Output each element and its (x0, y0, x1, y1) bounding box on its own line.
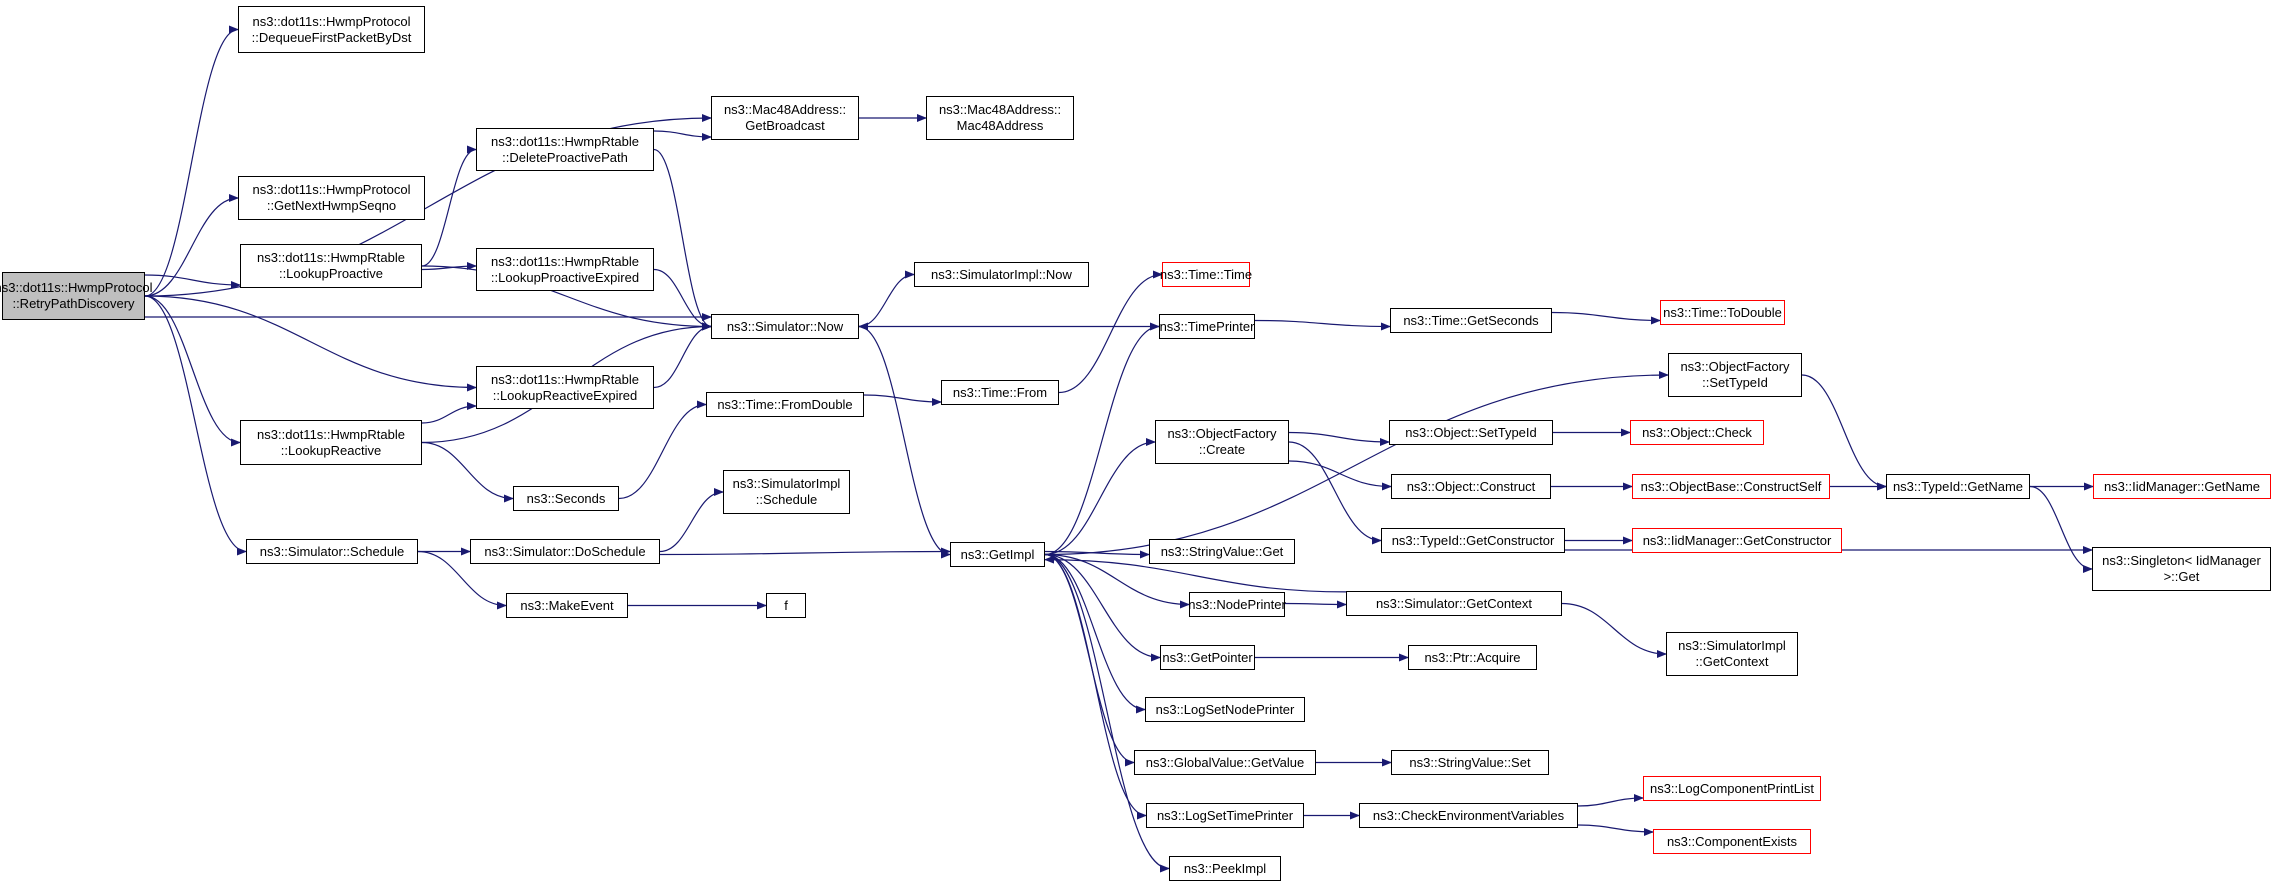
node-lre[interactable]: ns3::dot11s::HwmpRtable ::LookupReactive… (476, 366, 654, 409)
call-edge-lr-to-lre (421, 402, 477, 424)
node-sds[interactable]: ns3::Simulator::DoSchedule (470, 539, 660, 564)
call-edge-root-to-lre (144, 295, 477, 392)
node-lstp[interactable]: ns3::LogSetTimePrinter (1146, 803, 1304, 828)
call-edge-sgc-to-sigc (1561, 602, 1667, 658)
node-pa[interactable]: ns3::Ptr::Acquire (1408, 645, 1537, 670)
call-edge-sgc-to-gi (1044, 555, 1347, 593)
call-edge-dpp-to-now (653, 148, 712, 331)
call-edge-gi-to-lsnp (1044, 553, 1146, 714)
node-gi[interactable]: ns3::GetImpl (950, 542, 1045, 567)
call-edge-np-to-sgc (1284, 600, 1347, 609)
node-svs[interactable]: ns3::StringValue::Set (1391, 750, 1549, 775)
call-edge-gi-to-tp (1044, 322, 1160, 556)
node-f[interactable]: f (766, 593, 806, 618)
call-edge-gi-to-svg (1044, 550, 1150, 559)
node-me[interactable]: ns3::MakeEvent (506, 593, 628, 618)
call-edge-root-to-gnhs (144, 194, 239, 297)
node-lpe[interactable]: ns3::dot11s::HwmpRtable ::LookupProactiv… (476, 248, 654, 291)
node-ttd[interactable]: ns3::Time::ToDouble (1660, 300, 1785, 325)
node-m48[interactable]: ns3::Mac48Address:: Mac48Address (926, 96, 1074, 140)
call-edge-gi-to-np (1044, 553, 1190, 609)
call-edge-gi-to-lstp (1044, 553, 1147, 820)
node-tp[interactable]: ns3::TimePrinter (1159, 314, 1255, 339)
call-edge-lp-to-lpe (421, 262, 477, 271)
node-svg[interactable]: ns3::StringValue::Get (1149, 539, 1295, 564)
call-edge-ofc-to-tgc (1288, 441, 1382, 545)
call-edge-gi-to-ofc (1044, 438, 1156, 556)
node-lsnp[interactable]: ns3::LogSetNodePrinter (1145, 697, 1305, 722)
node-sec[interactable]: ns3::Seconds (513, 486, 619, 511)
call-edge-lr-to-sec (421, 441, 514, 503)
call-edge-root-to-lr (144, 295, 241, 447)
node-pi[interactable]: ns3::PeekImpl (1169, 856, 1281, 881)
node-tfd[interactable]: ns3::Time::FromDouble (706, 392, 864, 417)
node-lcpl[interactable]: ns3::LogComponentPrintList (1643, 776, 1821, 801)
call-edge-gi-to-gp (1044, 553, 1161, 662)
node-np[interactable]: ns3::NodePrinter (1188, 592, 1286, 617)
node-cev[interactable]: ns3::CheckEnvironmentVariables (1359, 803, 1578, 828)
call-edge-sds-to-sis (659, 488, 724, 553)
node-ofc[interactable]: ns3::ObjectFactory ::Create (1155, 420, 1289, 464)
node-ost[interactable]: ns3::Object::SetTypeId (1389, 420, 1553, 445)
call-edge-now-to-sin (858, 270, 915, 328)
call-edge-tfd-to-tf (863, 394, 942, 406)
node-tf[interactable]: ns3::Time::From (941, 380, 1059, 405)
node-obcs[interactable]: ns3::ObjectBase::ConstructSelf (1632, 474, 1830, 499)
node-sin[interactable]: ns3::SimulatorImpl::Now (914, 262, 1089, 287)
node-sg[interactable]: ns3::Singleton< IidManager >::Get (2092, 547, 2271, 591)
node-sis[interactable]: ns3::SimulatorImpl ::Schedule (723, 470, 850, 514)
call-edge-now-to-gi (858, 325, 951, 559)
node-tgs[interactable]: ns3::Time::GetSeconds (1390, 308, 1552, 333)
call-edge-sec-to-tfd (618, 400, 707, 500)
node-oc[interactable]: ns3::Object::Check (1630, 420, 1764, 445)
node-gp[interactable]: ns3::GetPointer (1160, 645, 1255, 670)
call-edge-sds-to-gi (659, 547, 951, 556)
call-edge-root-to-deq (144, 25, 239, 297)
node-deq[interactable]: ns3::dot11s::HwmpProtocol ::DequeueFirst… (238, 6, 425, 53)
node-ss[interactable]: ns3::Simulator::Schedule (246, 539, 418, 564)
node-imgc[interactable]: ns3::IidManager::GetConstructor (1632, 528, 1842, 553)
node-sigc[interactable]: ns3::SimulatorImpl ::GetContext (1666, 632, 1798, 676)
node-lr[interactable]: ns3::dot11s::HwmpRtable ::LookupReactive (240, 420, 422, 465)
call-edge-lpe-to-now (653, 268, 712, 331)
call-edge-ss-to-me (417, 550, 507, 610)
call-edge-gi-to-pi (1044, 553, 1170, 873)
call-edge-lp-to-dpp (421, 145, 477, 267)
call-edge-cev-to-ce (1577, 824, 1654, 836)
node-tt[interactable]: ns3::Time::Time (1160, 262, 1252, 287)
node-sgc[interactable]: ns3::Simulator::GetContext (1346, 591, 1562, 616)
node-tgc[interactable]: ns3::TypeId::GetConstructor (1381, 528, 1565, 553)
call-edge-ofc-to-ost (1288, 431, 1390, 446)
node-gb[interactable]: ns3::Mac48Address:: GetBroadcast (711, 96, 859, 140)
call-edge-tgn-to-sg (2029, 485, 2093, 573)
node-tgn[interactable]: ns3::TypeId::GetName (1886, 474, 2030, 499)
node-now[interactable]: ns3::Simulator::Now (711, 314, 859, 339)
call-edge-tgs-to-ttd (1551, 311, 1661, 325)
node-gnhs[interactable]: ns3::dot11s::HwmpProtocol ::GetNextHwmpS… (238, 176, 425, 220)
call-edge-cev-to-lcpl (1577, 794, 1644, 807)
call-edge-root-to-ss (144, 295, 247, 556)
call-edge-ofs-to-tgn (1801, 374, 1887, 491)
call-edge-root-to-lp (144, 274, 241, 289)
call-edge-lre-to-now (653, 322, 712, 389)
node-lp[interactable]: ns3::dot11s::HwmpRtable ::LookupProactiv… (240, 244, 422, 288)
call-edge-tf-to-tt (1058, 270, 1163, 394)
node-root[interactable]: ns3::dot11s::HwmpProtocol ::RetryPathDis… (0, 272, 153, 320)
call-edge-tp-to-tgs (1254, 319, 1391, 331)
call-edge-ofc-to-ocon (1288, 460, 1392, 491)
node-dpp[interactable]: ns3::dot11s::HwmpRtable ::DeleteProactiv… (476, 128, 654, 171)
node-imgn[interactable]: ns3::IidManager::GetName (2093, 474, 2271, 499)
node-ocon[interactable]: ns3::Object::Construct (1391, 474, 1551, 499)
node-gvg[interactable]: ns3::GlobalValue::GetValue (1134, 750, 1316, 775)
node-ofs[interactable]: ns3::ObjectFactory ::SetTypeId (1668, 353, 1802, 397)
node-ce[interactable]: ns3::ComponentExists (1653, 829, 1811, 854)
call-edge-dpp-to-gb (653, 130, 712, 141)
